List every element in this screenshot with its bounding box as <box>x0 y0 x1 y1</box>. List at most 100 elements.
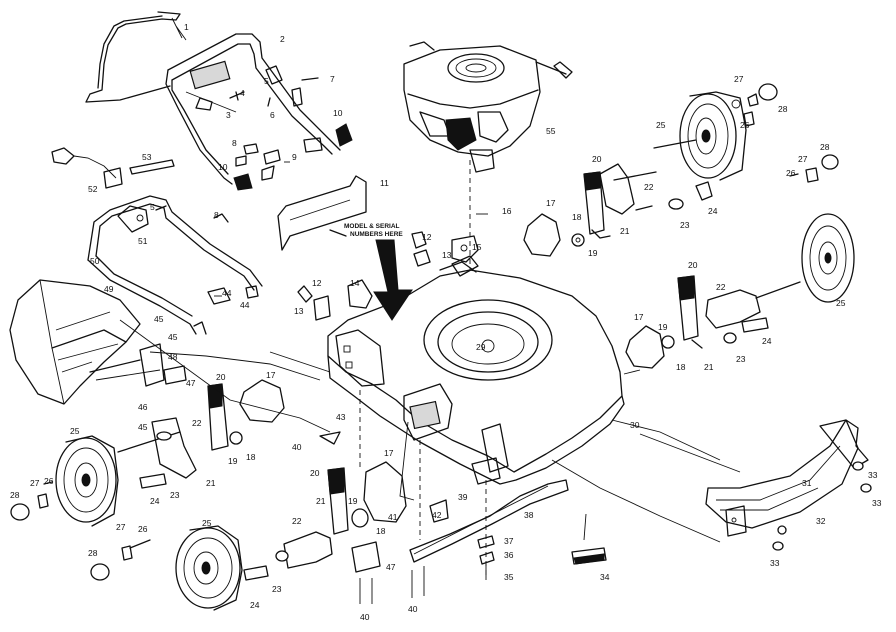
callout-22-right: 22 <box>716 282 726 292</box>
callout-18-upper: 18 <box>572 212 582 222</box>
callout-20-upper: 20 <box>592 154 602 164</box>
callout-32: 32 <box>816 516 826 526</box>
callout-2: 2 <box>280 34 285 44</box>
callout-21-right: 21 <box>704 362 714 372</box>
callout-26-right: 26 <box>786 168 796 178</box>
engine-part-55 <box>403 41 573 173</box>
wheel-lower-left-part-25 <box>90 525 333 611</box>
callout-49: 49 <box>104 284 114 294</box>
callout-5: 5 <box>264 76 269 86</box>
callout-38: 38 <box>524 510 534 520</box>
callout-23-left: 23 <box>170 490 180 500</box>
callout-25-upper: 25 <box>656 120 666 130</box>
callout-52: 52 <box>88 184 98 194</box>
callout-24-upper: 24 <box>708 206 718 216</box>
handle-knob-parts <box>51 147 259 335</box>
callout-27-lower: 27 <box>116 522 126 532</box>
callout-36: 36 <box>504 550 514 560</box>
callout-27-right: 27 <box>798 154 808 164</box>
callout-24-left: 24 <box>150 496 160 506</box>
callout-11-top: 11 <box>380 178 389 188</box>
callout-53: 53 <box>142 152 152 162</box>
callout-8: 8 <box>232 138 237 148</box>
leader-lines <box>95 319 741 543</box>
callout-18-left: 18 <box>246 452 256 462</box>
callout-3: 3 <box>226 110 231 120</box>
callout-51: 51 <box>138 236 148 246</box>
callout-10-upper: 10 <box>333 108 343 118</box>
callout-17-left: 17 <box>266 370 276 380</box>
callout-39: 39 <box>458 492 468 502</box>
callout-28-right: 28 <box>820 142 830 152</box>
center-left-adjuster-assembly <box>327 461 425 604</box>
wheel-upper-right-part-25 <box>679 91 747 181</box>
callout-37: 37 <box>504 536 514 546</box>
callout-28-lower: 28 <box>88 548 98 558</box>
callout-27-upper: 27 <box>734 74 744 84</box>
callout-29: 29 <box>476 342 486 352</box>
callout-35: 35 <box>504 572 514 582</box>
callout-13-upper: 13 <box>442 250 452 260</box>
callout-30: 30 <box>630 420 640 430</box>
callout-14: 14 <box>350 278 360 288</box>
callout-22-upper: 22 <box>644 182 654 192</box>
callout-19-left: 19 <box>228 456 238 466</box>
callout-28-left: 28 <box>10 490 20 500</box>
callout-21-center: 21 <box>316 496 326 506</box>
callout-25-left: 25 <box>70 426 80 436</box>
callout-55: 55 <box>546 126 556 136</box>
callout-12-upper: 12 <box>422 232 432 242</box>
callout-28-upper: 28 <box>778 104 788 114</box>
mower-deck-part-30 <box>327 255 625 485</box>
callout-16: 16 <box>502 206 512 216</box>
model-serial-note-line-1: MODEL & SERIAL <box>344 223 400 230</box>
wheel-far-right-part-25 <box>789 154 855 303</box>
callout-26-left: 26 <box>44 476 54 486</box>
callout-12-lower: 12 <box>312 278 322 288</box>
grass-catcher-part-49 <box>9 279 141 405</box>
callout-44-right: 44 <box>240 300 250 310</box>
callout-20-right: 20 <box>688 260 698 270</box>
wheel-hardware-upper-right <box>599 83 778 215</box>
callout-26-lower: 26 <box>138 524 148 534</box>
callout-19-upper: 19 <box>588 248 598 258</box>
callout-48: 48 <box>168 352 178 362</box>
callout-27-left: 27 <box>30 478 40 488</box>
callout-50: 50 <box>90 256 100 266</box>
callout-15: 15 <box>472 242 482 252</box>
callout-46: 46 <box>138 402 148 412</box>
callout-18-right: 18 <box>676 362 686 372</box>
callout-40-lower-right: 40 <box>408 604 418 614</box>
callout-34: 34 <box>600 572 610 582</box>
callout-25-lower: 25 <box>202 518 212 528</box>
model-serial-pointer <box>329 229 413 321</box>
callout-33-right: 33 <box>872 498 882 508</box>
handle-upper-part-1 <box>85 11 187 103</box>
callout-19-right: 19 <box>658 322 668 332</box>
left-adjuster-assembly <box>117 343 341 489</box>
callout-17-upper: 17 <box>546 198 556 208</box>
callout-26-upper: 26 <box>740 120 750 130</box>
callout-18-center: 18 <box>376 526 386 536</box>
callout-24-right: 24 <box>762 336 772 346</box>
callout-33-lower: 33 <box>770 558 780 568</box>
callout-21-upper: 21 <box>620 226 630 236</box>
callout-10-lower: 10 <box>218 162 228 172</box>
callout-22-left: 22 <box>192 418 202 428</box>
handle-lower-part-50 <box>87 195 263 335</box>
callout-7: 7 <box>330 74 335 84</box>
callout-33-upper: 33 <box>868 470 878 480</box>
discharge-chute-part-31 <box>705 419 872 551</box>
callout-22-center: 22 <box>292 516 302 526</box>
callout-43: 43 <box>336 412 346 422</box>
height-adjuster-right <box>625 275 801 369</box>
callout-24-lower: 24 <box>250 600 260 610</box>
callout-9: 9 <box>292 152 297 162</box>
shield-part-11 <box>277 175 367 251</box>
callout-41: 41 <box>388 512 398 522</box>
callout-13-lower: 13 <box>294 306 304 316</box>
callout-6: 6 <box>270 110 275 120</box>
model-serial-note-line-2: NUMBERS HERE <box>350 231 403 238</box>
